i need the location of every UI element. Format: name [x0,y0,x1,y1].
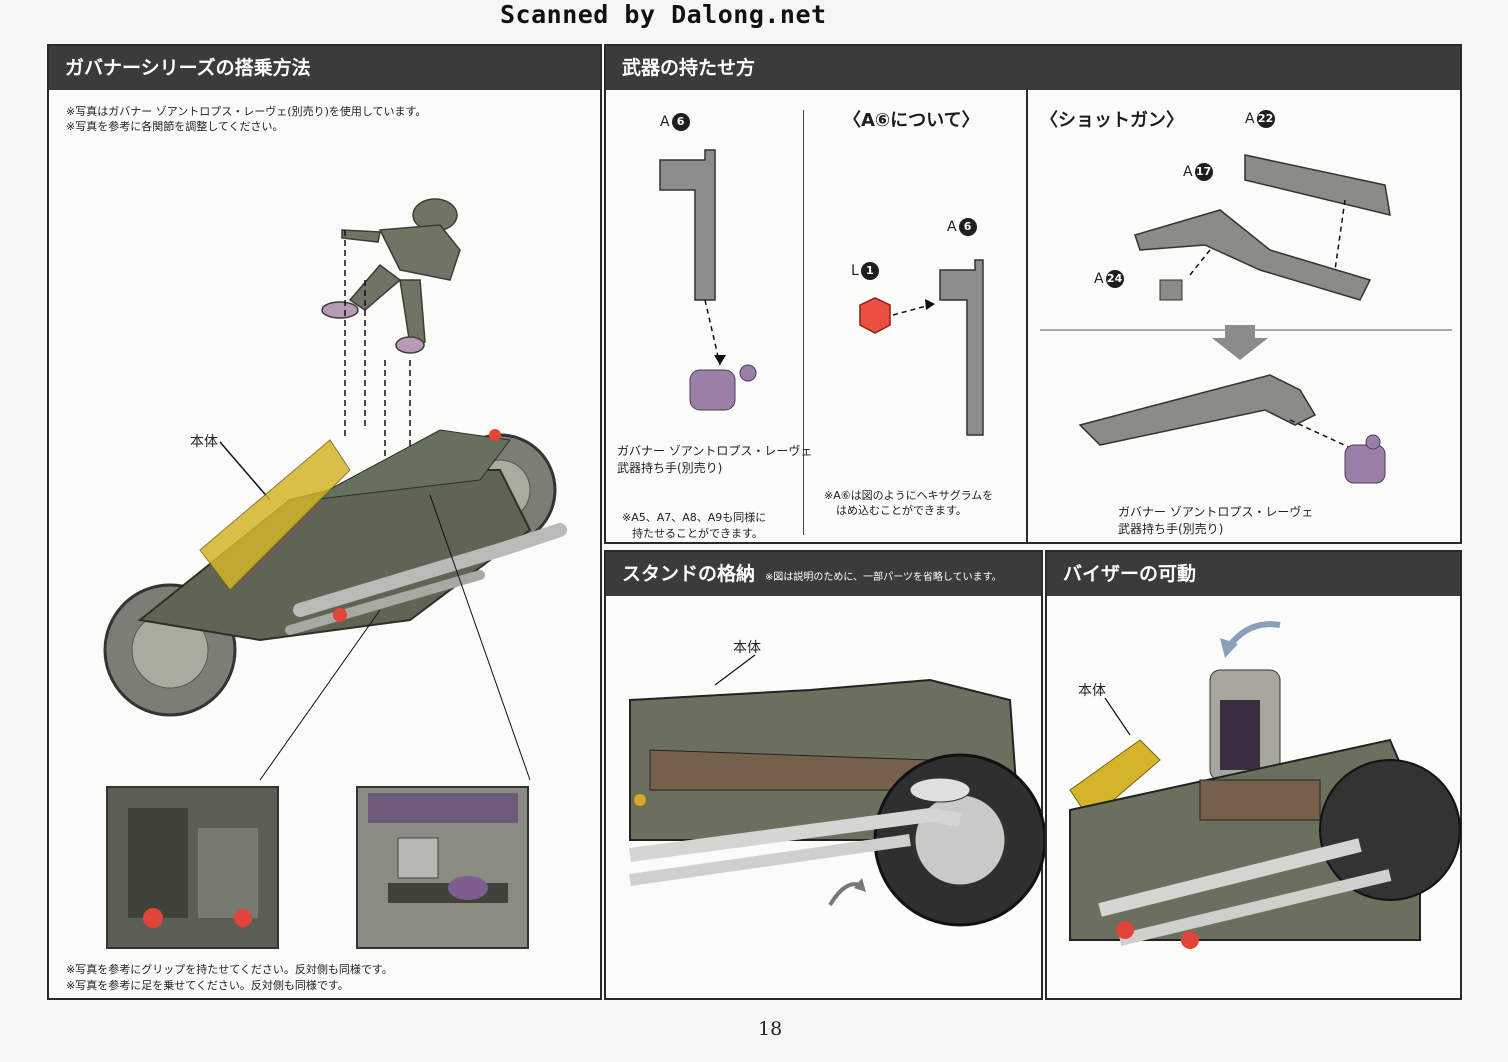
barrel-a22 [1244,154,1391,216]
hand-part [689,364,757,411]
about-note-2: はめ込むことができます。 [836,504,967,517]
stand-title: スタンドの格納 [622,563,756,585]
hexagram-illustration [859,259,984,436]
riding-body-label: 本体 [190,434,218,450]
about-a6-title: 〈A⑥について〉 [843,110,980,131]
shotgun-caption-2: 武器持ち手(別売り) [1118,522,1224,536]
stand-subnote: ※図は説明のために、一部パーツを省略しています。 [765,572,1002,583]
assembled-shotgun [1078,374,1317,446]
riding-bottom-note-1: ※写真を参考にグリップを持たせてください。反対側も同様です。 [66,963,393,976]
weapons-left-note-1: ※A5、A7、A8、A9も同様に [622,511,767,524]
visor-illustration [1069,621,1461,949]
watermark: Scanned by Dalong.net [500,0,827,29]
wrench-part-a6 [659,149,757,411]
shotgun-title: 〈ショットガン〉 [1040,110,1184,131]
riding-note-2: ※写真を参考に各関節を調整してください。 [66,120,284,133]
stand-illustration [629,654,1047,927]
stand-body-label: 本体 [733,640,761,656]
hex-part-l1 [859,297,891,334]
detail-photo-grip [106,786,279,949]
bike-illustration [103,198,567,781]
rider-figure [321,198,461,354]
weapons-header: 武器の持たせ方 [606,46,1460,90]
stand-header: スタンドの格納 ※図は説明のために、一部パーツを省略しています。 [606,552,1041,596]
shotgun-caption-1: ガバナー ゾアントロプス・レーヴェ [1118,505,1314,519]
weapons-panel [604,44,1462,544]
riding-note-1: ※写真はガバナー ゾアントロプス・レーヴェ(別売り)を使用しています。 [66,105,427,118]
hand-part-2 [1344,434,1386,484]
visor-header: バイザーの可動 [1047,552,1460,596]
visor-rotate-arrow [1227,621,1281,647]
visor-rear-wheel [1319,759,1461,901]
down-arrow [1212,325,1268,360]
riding-bottom-note-2: ※写真を参考に足を乗せてください。反対側も同様です。 [66,979,349,992]
weapons-hand-caption-2: 武器持ち手(別売り) [617,461,723,475]
visor-body-label: 本体 [1078,683,1106,699]
trigger-a24 [1159,279,1183,301]
riding-header: ガバナーシリーズの搭乗方法 [49,46,600,90]
page-number: 18 [758,1018,783,1040]
stock-a17 [1134,209,1372,301]
weapons-hand-caption-1: ガバナー ゾアントロプス・レーヴェ [617,444,813,458]
detail-photo-foot [356,786,529,949]
about-note-1: ※A⑥は図のようにヘキサグラムを [824,489,994,502]
shotgun-illustration [1040,154,1452,484]
divider-b [1026,90,1028,542]
divider-a [803,110,804,535]
weapons-left-note-2: 持たせることができます。 [632,527,763,540]
yellow-visor [199,439,351,591]
